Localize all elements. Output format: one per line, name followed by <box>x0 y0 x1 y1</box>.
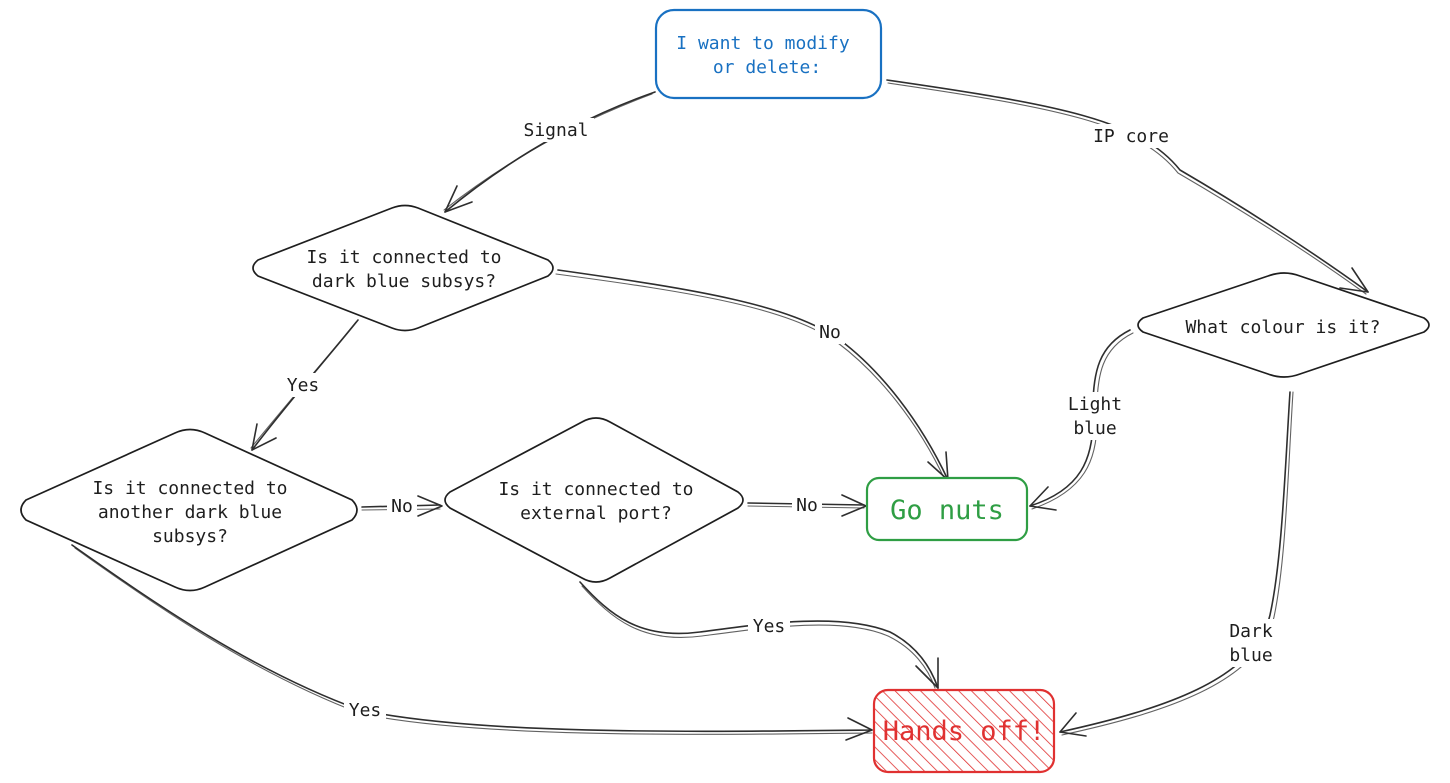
edge-label-dark-blue-line2: blue <box>1229 645 1272 666</box>
decision-another-dark-blue-line1: Is it connected to <box>92 478 287 499</box>
edge-label-bg <box>1220 619 1282 667</box>
edge-label-another-yes: Yes <box>349 700 382 721</box>
edge-label-bg <box>748 614 790 638</box>
edge-label-bg <box>516 118 594 142</box>
arrowhead-icon <box>1029 486 1057 511</box>
edge-label-bg <box>792 493 822 517</box>
edge-label-ip-core: IP core <box>1093 126 1169 147</box>
edge-label-external-no: No <box>796 495 818 516</box>
hands-off-label: Hands off! <box>883 716 1046 747</box>
edge-signal <box>443 91 656 213</box>
edge-label-bg <box>1062 392 1128 440</box>
decision-dark-blue-subsys-line1: Is it connected to <box>306 247 501 268</box>
edge-label-another-no: No <box>391 496 413 517</box>
decision-dark-blue-subsys-line2: dark blue subsys? <box>312 271 496 292</box>
start-node-line2: or delete: <box>713 57 821 78</box>
arrowhead-icon <box>1339 267 1369 293</box>
decision-colour: What colour is it? <box>1137 272 1430 378</box>
edge-label-bg <box>282 373 324 397</box>
edge-label-bg <box>815 320 845 344</box>
decision-external-port-line1: Is it connected to <box>498 479 693 500</box>
edge-label-dark-blue-yes: Yes <box>287 375 320 396</box>
decision-another-dark-blue-line2: another dark blue <box>98 502 282 523</box>
arrowhead-icon <box>845 717 873 741</box>
arrowhead-icon <box>444 185 473 213</box>
arrowhead-icon <box>1059 712 1087 737</box>
edge-label-bg <box>1085 124 1177 148</box>
edge-dark-blue <box>1059 391 1294 737</box>
decision-another-dark-blue: Is it connected to another dark blue sub… <box>20 428 358 592</box>
edge-label-bg <box>344 698 386 722</box>
edge-label-dark-blue-no: No <box>819 322 841 343</box>
decision-dark-blue-subsys: Is it connected to dark blue subsys? <box>252 204 554 332</box>
decision-external-port: Is it connected to external port? <box>444 417 744 583</box>
edge-label-bg <box>387 494 417 518</box>
edge-label-dark-blue-line1: Dark <box>1229 621 1273 642</box>
start-node-line1: I want to modify <box>676 33 850 54</box>
decision-external-port-line2: external port? <box>520 503 672 524</box>
go-nuts-label: Go nuts <box>890 495 1004 526</box>
go-nuts-node: Go nuts <box>865 476 1029 542</box>
arrowhead-icon <box>915 657 939 689</box>
start-node: I want to modify or delete: <box>654 8 883 100</box>
edge-ip-core <box>886 79 1369 295</box>
arrowhead-icon <box>251 423 277 451</box>
decision-another-dark-blue-line3: subsys? <box>152 526 228 547</box>
hands-off-node: Hands off! <box>872 688 1056 774</box>
edge-label-external-yes: Yes <box>753 616 786 637</box>
arrowhead-icon <box>417 495 443 517</box>
decision-colour-label: What colour is it? <box>1185 317 1380 338</box>
edge-label-signal: Signal <box>523 120 588 141</box>
edge-label-light-blue-line1: Light <box>1068 394 1122 415</box>
edge-label-light-blue-line2: blue <box>1073 418 1116 439</box>
